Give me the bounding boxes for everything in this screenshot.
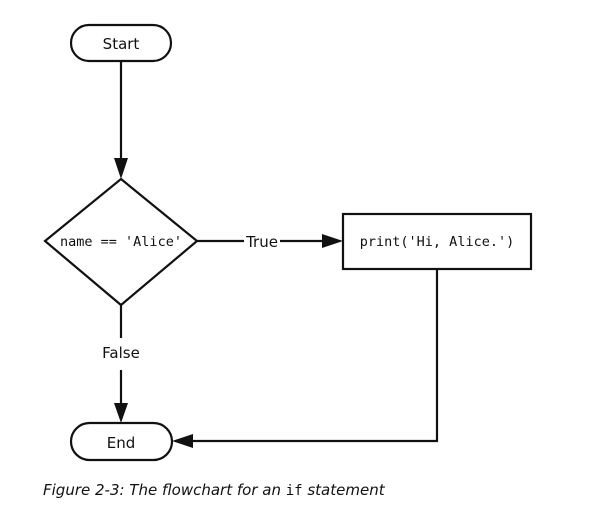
figure-caption: Figure 2-3: The flowchart for an if stat…: [43, 481, 385, 499]
figure-caption-code: if: [285, 483, 303, 499]
edge-true: True: [197, 233, 343, 251]
start-node-label: Start: [103, 35, 140, 53]
action-node-shape: [341, 212, 533, 271]
end-node-shape: [69, 421, 174, 462]
edge-false-label: False: [102, 344, 140, 362]
edge-action-to-end-line: [190, 269, 439, 443]
end-node: End: [69, 421, 174, 462]
decision-node-label: name == 'Alice': [60, 234, 182, 250]
end-node-label: End: [107, 434, 136, 452]
edge-action-to-end-arrowhead: [172, 434, 193, 448]
edge-false-arrowhead: [114, 403, 128, 423]
edge-action-to-end: [172, 269, 439, 448]
edge-true-arrowhead: [322, 234, 343, 248]
edge-false: False: [102, 305, 140, 423]
figure-caption-suffix: statement: [302, 481, 385, 499]
edge-start-to-decision: [114, 61, 128, 179]
decision-node: name == 'Alice': [43, 177, 199, 307]
edge-true-label: True: [245, 233, 278, 251]
figure-caption-prefix: Figure 2-3: The flowchart for an: [43, 481, 286, 499]
edge-start-to-decision-arrowhead: [114, 158, 128, 179]
action-node-label: print('Hi, Alice.'): [360, 234, 514, 250]
action-node: print('Hi, Alice.'): [341, 212, 533, 271]
start-node: Start: [69, 23, 173, 63]
